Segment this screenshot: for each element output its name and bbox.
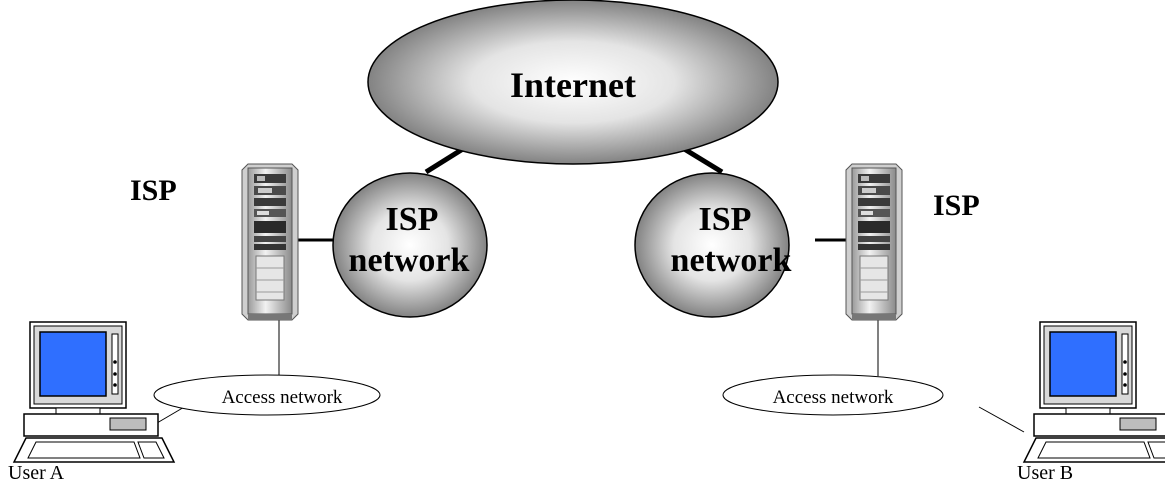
isp-network-right-line2: network: [671, 242, 792, 279]
link-internet-isp-right: [679, 144, 724, 175]
isp-network-right: [634, 172, 790, 318]
access-network-left: [153, 374, 381, 416]
access-network-right-label: Access network: [773, 387, 894, 408]
isp-network-left-line2: network: [349, 242, 470, 279]
isp-label-right: ISP: [933, 189, 980, 222]
link-access-left-user-a: [156, 405, 187, 424]
isp-server-left-icon: [241, 163, 299, 321]
isp-network-right-line1: ISP: [699, 201, 752, 238]
user-b-computer-icon: [1023, 321, 1165, 463]
isp-network-left: [332, 172, 488, 318]
isp-network-left-line1: ISP: [386, 201, 439, 238]
access-network-right: [722, 374, 944, 416]
user-a-computer-icon: [13, 321, 175, 463]
access-network-left-label: Access network: [222, 387, 343, 408]
internet-label: Internet: [510, 65, 636, 105]
link-internet-isp-left: [424, 144, 468, 175]
internet-cloud: [367, 0, 779, 165]
isp-label-left: ISP: [130, 174, 177, 207]
user-a-label: User A: [8, 462, 65, 483]
isp-server-right-icon: [845, 163, 903, 321]
user-b-label: User B: [1017, 462, 1073, 483]
link-access-right-user-b: [978, 406, 1025, 433]
